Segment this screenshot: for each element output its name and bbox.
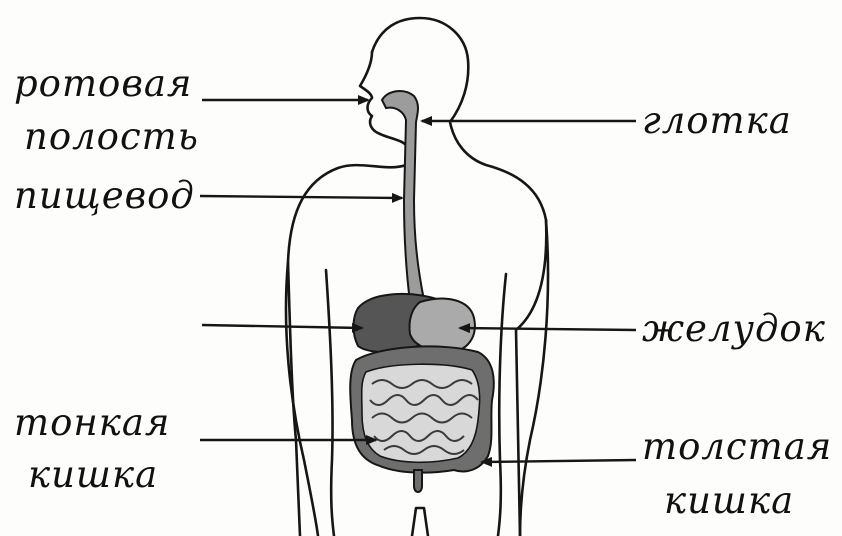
stomach-arrow bbox=[460, 328, 636, 330]
large-intestine-label-line2: кишка bbox=[664, 482, 794, 519]
left-torso-side bbox=[326, 270, 334, 536]
stomach bbox=[409, 299, 474, 352]
small-intestine-label-line2: кишка bbox=[28, 456, 158, 493]
left-arm bbox=[286, 262, 318, 536]
large-intestine-label-line1: толстая bbox=[642, 428, 832, 465]
mouth-label-line1: ротовая bbox=[14, 65, 192, 102]
small-intestine-label-line1: тонкая bbox=[14, 404, 170, 441]
liver-arrow bbox=[202, 325, 362, 328]
esophagus-arrow bbox=[200, 196, 402, 198]
esophagus-label: пищевод bbox=[14, 177, 195, 214]
rectum bbox=[414, 470, 422, 492]
stomach-label: желудок bbox=[642, 310, 826, 347]
esophagus-tube bbox=[382, 91, 424, 302]
mouth-label-line2: полость bbox=[24, 118, 199, 155]
right-torso-side bbox=[498, 274, 506, 536]
legs-gap bbox=[412, 508, 428, 536]
pharynx-label: глотка bbox=[642, 102, 792, 139]
large-intestine-arrow bbox=[482, 460, 636, 462]
organs bbox=[350, 91, 494, 492]
